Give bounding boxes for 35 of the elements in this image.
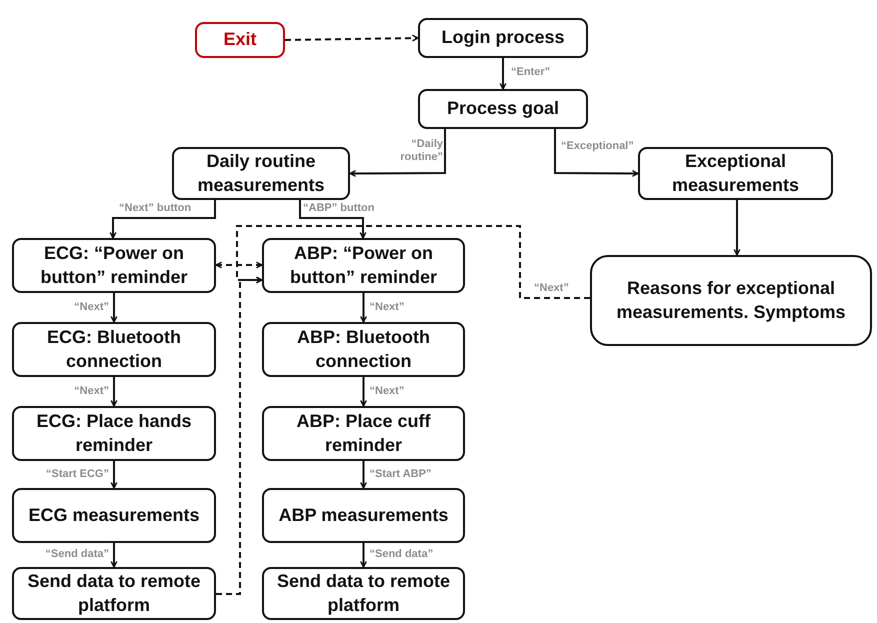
process-box: ABP measurements	[262, 488, 465, 543]
arrow	[215, 262, 263, 268]
process-box: Reasons for exceptional measurements. Symptoms	[590, 255, 872, 346]
arrow	[554, 129, 639, 177]
exit-box: Exit	[195, 22, 285, 58]
arrow	[110, 377, 118, 407]
arrow	[110, 543, 118, 568]
process-box: Process goal	[418, 89, 588, 129]
arrow	[734, 200, 740, 256]
arrow	[360, 377, 367, 407]
arrow	[500, 58, 506, 90]
process-box: ECG: “Power on button” reminder	[12, 238, 216, 293]
arrow	[360, 543, 367, 568]
process-box: ABP: “Power on button” reminder	[262, 238, 465, 293]
process-box: Send data to remote platform	[262, 567, 465, 620]
arrow	[360, 461, 367, 489]
arrow	[349, 129, 446, 177]
process-box: Daily routine measurements	[172, 147, 350, 200]
arrow	[110, 461, 118, 489]
arrow	[110, 200, 216, 239]
edge-label: “Exceptional”	[560, 140, 635, 154]
process-box: Exceptional measurements	[638, 147, 833, 200]
arrow	[236, 225, 590, 299]
process-box: ECG: Place hands reminder	[12, 406, 216, 461]
process-box: ECG: Bluetooth connection	[12, 322, 216, 377]
arrow	[284, 34, 419, 42]
process-box: ECG measurements	[12, 488, 216, 543]
arrow	[216, 276, 263, 595]
process-box: Login process	[418, 18, 588, 58]
arrow	[360, 293, 367, 323]
arrow	[299, 200, 366, 239]
process-box: ABP: Place cuff reminder	[262, 406, 465, 461]
process-box: Send data to remote platform	[12, 567, 216, 620]
process-box: ABP: Bluetooth connection	[262, 322, 465, 377]
arrow	[110, 293, 118, 323]
